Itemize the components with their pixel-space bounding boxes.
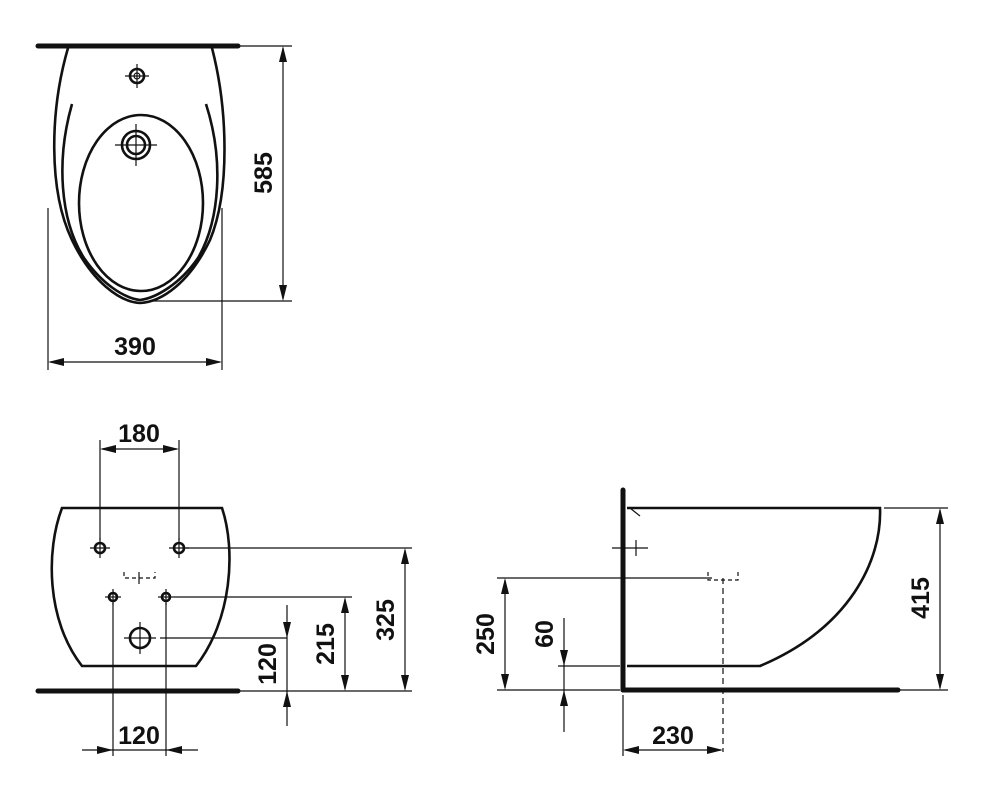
top-view-rim xyxy=(61,103,219,302)
dimension-390: 390 xyxy=(114,333,156,361)
dimension-415: 415 xyxy=(907,577,935,619)
dimension-215: 215 xyxy=(312,623,340,665)
dimension-325: 325 xyxy=(372,599,400,641)
side-view-contour xyxy=(627,506,882,668)
waste-outlet-icon xyxy=(124,622,156,654)
dimension-230: 230 xyxy=(652,722,694,750)
dimension-120-vertical: 120 xyxy=(254,643,282,685)
front-view-contour xyxy=(50,506,231,668)
fixing-mark-icon xyxy=(612,540,648,556)
fixing-hole-icon xyxy=(169,538,189,558)
tap-hole-icon xyxy=(125,64,149,88)
fixing-hole-icon xyxy=(90,538,110,558)
top-view-outer-contour xyxy=(52,47,226,305)
water-inlet-icon xyxy=(707,572,739,752)
drain-hole-icon xyxy=(115,124,157,166)
fixing-hole-icon xyxy=(105,589,121,605)
dimension-120-horizontal: 120 xyxy=(118,722,160,750)
water-inlet-icon xyxy=(123,572,156,584)
fixing-hole-icon xyxy=(158,589,174,605)
top-view: 585 390 xyxy=(35,43,292,370)
dimension-60: 60 xyxy=(531,620,559,648)
top-view-bowl xyxy=(77,113,205,293)
dimension-180: 180 xyxy=(118,420,160,448)
side-view: 250 60 230 415 xyxy=(472,487,948,756)
front-view: 180 120 120 215 325 xyxy=(35,420,412,756)
dimension-585: 585 xyxy=(250,152,278,194)
dimension-250: 250 xyxy=(472,613,500,655)
